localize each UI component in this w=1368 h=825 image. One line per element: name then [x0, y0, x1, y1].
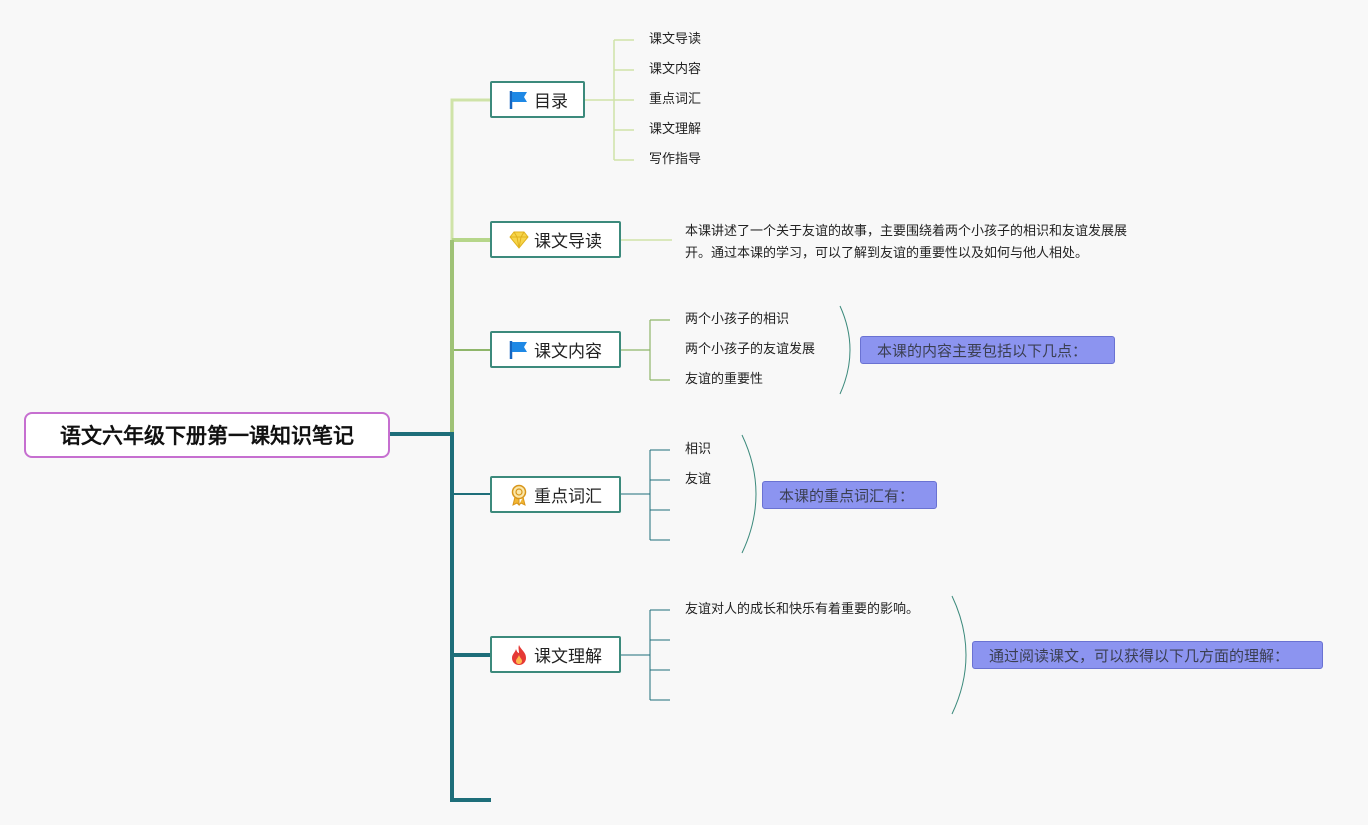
intro-line-2: 开。通过本课的学习，可以了解到友谊的重要性以及如何与他人相处。 — [685, 246, 1089, 261]
topic-toc-label: 目录 — [534, 92, 568, 112]
vocab-summary[interactable]: 本课的重点词汇有： — [762, 481, 937, 509]
content-summary-text: 本课的内容主要包括以下几点： — [877, 341, 1088, 360]
intro-line-1: 本课讲述了一个关于友谊的故事，主要围绕着两个小孩子的相识和友谊发展展 — [685, 224, 1128, 239]
intro-paragraph[interactable]: 本课讲述了一个关于友谊的故事，主要围绕着两个小孩子的相识和友谊发展展 开。通过本… — [685, 221, 1175, 265]
fire-icon — [508, 644, 530, 666]
award-icon — [508, 484, 530, 506]
topic-content-label: 课文内容 — [534, 342, 602, 362]
topic-understanding-label: 课文理解 — [534, 647, 602, 667]
understanding-summary-text: 通过阅读课文，可以获得以下几方面的理解： — [989, 646, 1290, 665]
content-item[interactable]: 两个小孩子的相识 — [685, 312, 790, 327]
toc-item[interactable]: 写作指导 — [649, 152, 702, 167]
understanding-item[interactable]: 友谊对人的成长和快乐有着重要的影响。 — [685, 602, 920, 617]
topic-toc[interactable]: 目录 — [490, 81, 585, 118]
content-bracket — [839, 305, 851, 395]
vocab-sub-lines — [620, 449, 670, 541]
root-topic[interactable]: 语文六年级下册第一课知识笔记 — [24, 412, 390, 458]
content-summary[interactable]: 本课的内容主要包括以下几点： — [860, 336, 1115, 364]
topic-understanding[interactable]: 课文理解 — [490, 636, 621, 673]
diamond-icon — [508, 229, 530, 251]
content-sub-lines — [620, 319, 670, 381]
topic-content[interactable]: 课文内容 — [490, 331, 621, 368]
vocab-summary-text: 本课的重点词汇有： — [779, 486, 915, 505]
content-item[interactable]: 两个小孩子的友谊发展 — [685, 342, 816, 357]
flag-icon — [508, 89, 530, 111]
topic-intro[interactable]: 课文导读 — [490, 221, 621, 258]
flag-icon — [508, 339, 530, 361]
toc-sub-lines — [584, 39, 634, 161]
vocab-item[interactable]: 友谊 — [685, 472, 712, 487]
toc-item[interactable]: 课文导读 — [649, 32, 702, 47]
branch-line-toc — [450, 98, 491, 432]
toc-item[interactable]: 课文内容 — [649, 62, 702, 77]
understanding-summary[interactable]: 通过阅读课文，可以获得以下几方面的理解： — [972, 641, 1323, 669]
topic-vocab[interactable]: 重点词汇 — [490, 476, 621, 513]
topic-intro-label: 课文导读 — [534, 232, 602, 252]
vocab-bracket — [741, 434, 757, 554]
toc-item[interactable]: 重点词汇 — [649, 92, 702, 107]
understanding-sub-lines — [620, 609, 670, 701]
content-item[interactable]: 友谊的重要性 — [685, 372, 764, 387]
root-title: 语文六年级下册第一课知识笔记 — [60, 424, 354, 448]
vocab-item[interactable]: 相识 — [685, 442, 712, 457]
toc-item[interactable]: 课文理解 — [649, 122, 702, 137]
topic-vocab-label: 重点词汇 — [534, 487, 602, 507]
understanding-bracket — [951, 595, 967, 715]
trunk-lower — [450, 432, 491, 802]
